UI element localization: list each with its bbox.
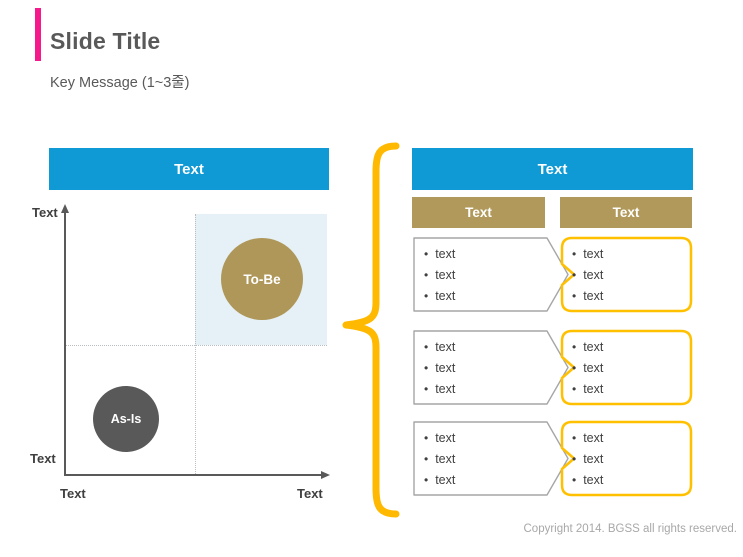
column-header-left-label: Text [465,205,492,220]
bullet-item: text [424,337,539,358]
bullet-item: text [572,265,682,286]
y-axis [64,212,66,476]
x-axis-left-label: Text [60,486,86,501]
y-axis-arrow-icon [61,204,69,213]
right-panel-header-label: Text [537,160,568,178]
bullet-item: text [424,358,539,379]
bullet-item: text [572,470,682,491]
right-panel-header: Text [412,148,693,190]
bullet-item: text [424,265,539,286]
column-header-right: Text [560,197,692,228]
as-is-bubble: As-Is [93,386,159,452]
tag-box-list: text text text [572,244,682,307]
bullet-item: text [572,244,682,265]
comparison-row: text text text text text text [412,236,693,313]
bullet-item: text [572,286,682,307]
as-is-label: As-Is [110,412,142,426]
column-header-left: Text [412,197,545,228]
left-panel-header-label: Text [174,160,204,178]
copyright-text: Copyright 2014. BGSS all rights reserved… [523,523,738,535]
y-axis-top-label: Text [32,205,58,220]
column-header-right-label: Text [612,205,640,220]
arrow-box-list: text text text [424,244,539,307]
bullet-item: text [572,379,682,400]
arrow-box-list: text text text [424,428,539,491]
bullet-item: text [424,470,539,491]
bullet-item: text [424,449,539,470]
tag-box-list: text text text [572,337,682,400]
bullet-item: text [572,358,682,379]
curly-brace-icon [342,142,400,518]
bullet-item: text [424,286,539,307]
key-message: Key Message (1~3줄) [50,75,190,91]
bullet-item: text [572,449,682,470]
slide-title: Slide Title [50,28,161,54]
arrow-box-list: text text text [424,337,539,400]
left-panel-header: Text [49,148,329,190]
title-accent-bar [35,8,41,61]
comparison-row: text text text text text text [412,329,693,406]
bullet-item: text [572,337,682,358]
y-axis-bottom-label: Text [30,451,56,466]
to-be-bubble: To-Be [221,238,303,320]
x-axis-right-label: Text [297,486,323,501]
comparison-row: text text text text text text [412,420,693,497]
gridline-horizontal [65,345,327,346]
x-axis [64,474,326,476]
bullet-item: text [424,428,539,449]
bullet-item: text [572,428,682,449]
tag-box-list: text text text [572,428,682,491]
bullet-item: text [424,244,539,265]
to-be-label: To-Be [243,271,281,287]
bullet-item: text [424,379,539,400]
x-axis-arrow-icon [321,471,330,479]
